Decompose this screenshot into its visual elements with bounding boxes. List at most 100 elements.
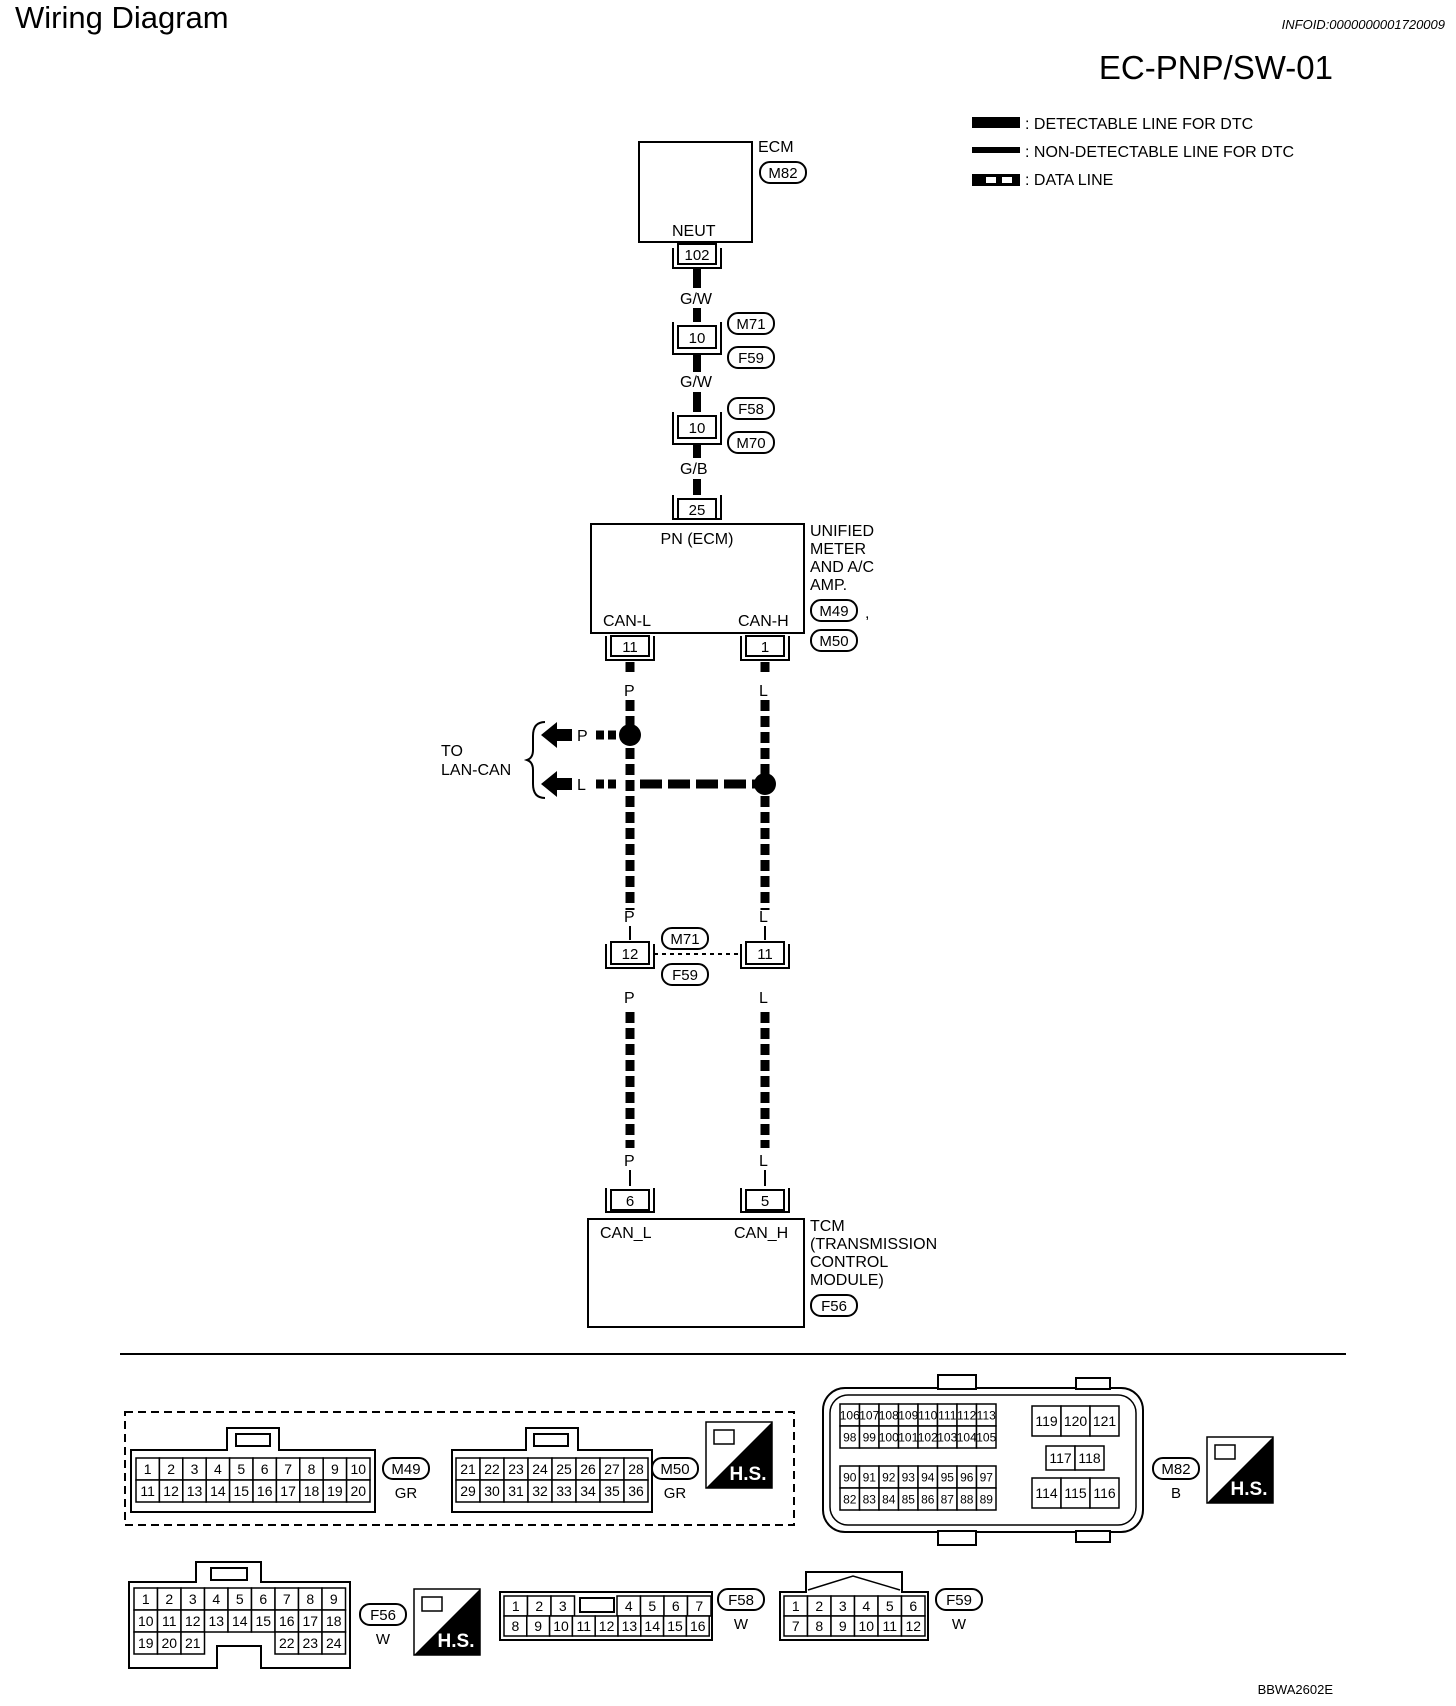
f56-cell bbox=[321, 1631, 347, 1655]
m82-pin-label: 89 bbox=[980, 1492, 994, 1506]
f56-name: F56 bbox=[370, 1607, 396, 1624]
meter-box bbox=[590, 523, 805, 634]
m82-pin-label: 97 bbox=[980, 1470, 994, 1484]
ecm-name: ECM bbox=[758, 139, 794, 156]
hs-badge-2-label: H.S. bbox=[1231, 1479, 1268, 1500]
m82-pin-label: 114 bbox=[1035, 1485, 1058, 1501]
f59-pin-label: 8 bbox=[815, 1618, 823, 1634]
m82-pin-label: 106 bbox=[840, 1408, 860, 1422]
f56-pin-label: 1 bbox=[142, 1591, 150, 1607]
m82-pin-label: 85 bbox=[902, 1492, 916, 1506]
tcm-connector: F56 bbox=[821, 1298, 847, 1315]
f58-pin-label: 2 bbox=[535, 1598, 543, 1614]
f59-color: W bbox=[952, 1616, 967, 1633]
f58-color: W bbox=[734, 1616, 749, 1633]
f59-pin-label: 11 bbox=[882, 1618, 897, 1634]
m49-pin-label: 12 bbox=[163, 1483, 179, 1499]
lan-can-l: L bbox=[577, 777, 586, 794]
m82-pin-label: 90 bbox=[843, 1470, 857, 1484]
unified-meter-block: 25 PN (ECM) UNIFIED METER AND A/C AMP. M… bbox=[590, 495, 874, 661]
m82-pin-label: 101 bbox=[898, 1430, 918, 1444]
legend: : DETECTABLE LINE FOR DTC : NON-DETECTAB… bbox=[972, 116, 1294, 189]
m82-pin-label: 87 bbox=[941, 1492, 955, 1506]
joint1-bottom-connector: F59 bbox=[738, 350, 764, 367]
f58-pin-label: 4 bbox=[625, 1598, 633, 1614]
m82-pin-label: 105 bbox=[976, 1430, 996, 1444]
m50-pin-label: 35 bbox=[604, 1483, 620, 1499]
f56-pin-label: 24 bbox=[326, 1635, 342, 1651]
legend-nondetectable-swatch bbox=[972, 147, 1020, 153]
ecm-block: ECM M82 NEUT 102 bbox=[638, 139, 807, 269]
f56-pin-label: 3 bbox=[189, 1591, 197, 1607]
f56-pin-label: 12 bbox=[185, 1613, 201, 1629]
joint2-pin: 10 bbox=[689, 420, 706, 437]
m50-color: GR bbox=[664, 1485, 687, 1502]
f59-pin-label: 3 bbox=[839, 1598, 847, 1614]
f56-pin-label: 20 bbox=[161, 1635, 177, 1651]
hs-badge-3-connector-icon bbox=[421, 1596, 443, 1612]
m49-pin-label: 9 bbox=[331, 1461, 339, 1477]
wire-color-gw-1: G/W bbox=[680, 291, 713, 308]
m49-name: M49 bbox=[391, 1461, 420, 1478]
f58-pin-label: 14 bbox=[644, 1618, 660, 1634]
m50-pin-label: 31 bbox=[508, 1483, 524, 1499]
m82-name: M82 bbox=[1161, 1461, 1190, 1478]
f56-pin-label: 10 bbox=[138, 1613, 154, 1629]
m50-pin-label: 29 bbox=[460, 1483, 476, 1499]
info-id: INFOID:0000000001720009 bbox=[1282, 17, 1445, 32]
m49-badge bbox=[382, 1457, 430, 1480]
joint3-pin-l: 11 bbox=[757, 946, 773, 963]
joint2-bottom-connector: M70 bbox=[736, 435, 765, 452]
meter-can-h-label: CAN-H bbox=[738, 613, 789, 630]
f56-pin-label: 11 bbox=[162, 1613, 177, 1629]
lan-can-line2: LAN-CAN bbox=[441, 762, 511, 779]
m50-cell bbox=[623, 1479, 649, 1503]
m82-pin-label: 120 bbox=[1064, 1413, 1088, 1429]
meter-name-1: UNIFIED bbox=[810, 523, 874, 540]
f59-pin-label: 7 bbox=[792, 1618, 800, 1634]
f59-pin-label: 6 bbox=[909, 1598, 917, 1614]
m49-pin-label: 13 bbox=[187, 1483, 203, 1499]
f58-pin-label: 16 bbox=[690, 1618, 706, 1634]
m49-pin-label: 15 bbox=[234, 1483, 250, 1499]
m49-pin-label: 1 bbox=[144, 1461, 152, 1477]
m82-pin-label: 112 bbox=[957, 1408, 976, 1422]
f58-pin-label: 5 bbox=[648, 1598, 656, 1614]
m49-pin-label: 20 bbox=[351, 1483, 367, 1499]
f56-pin-label: 15 bbox=[255, 1613, 271, 1629]
m49-pin-label: 2 bbox=[167, 1461, 175, 1477]
f59-badge bbox=[935, 1588, 983, 1611]
f59-pin-label: 10 bbox=[858, 1618, 874, 1634]
tcm-name-3: CONTROL bbox=[810, 1254, 888, 1271]
hs-badge-3-label: H.S. bbox=[438, 1631, 475, 1652]
m82-pin-label: 88 bbox=[960, 1492, 974, 1506]
m82-pin-label: 109 bbox=[898, 1408, 918, 1422]
f56-pin-label: 6 bbox=[259, 1591, 267, 1607]
m82-pin-label: 104 bbox=[957, 1430, 977, 1444]
m50-pin-label: 27 bbox=[604, 1461, 620, 1477]
m50-pin-label: 22 bbox=[484, 1461, 500, 1477]
meter-name-4: AMP. bbox=[810, 577, 847, 594]
f59-cell bbox=[900, 1615, 926, 1637]
m49-color: GR bbox=[395, 1485, 418, 1502]
m82-pin-label: 103 bbox=[937, 1430, 957, 1444]
m82-cell bbox=[1089, 1405, 1120, 1437]
f56-pin-label: 18 bbox=[326, 1613, 342, 1629]
wire-l-2: L bbox=[759, 909, 768, 926]
m49-cell bbox=[345, 1479, 371, 1503]
m82-pin-label: 98 bbox=[843, 1430, 857, 1444]
tcm-name-2: (TRANSMISSION bbox=[810, 1236, 937, 1253]
f59-pin-label: 9 bbox=[839, 1618, 847, 1634]
lan-can-line1: TO bbox=[441, 743, 463, 760]
m82-pin-label: 111 bbox=[938, 1408, 957, 1422]
hs-badge-2-connector-icon bbox=[1214, 1444, 1236, 1460]
m49-pin-label: 18 bbox=[304, 1483, 320, 1499]
m82-pin-label: 95 bbox=[941, 1470, 955, 1484]
m49-pin-label: 14 bbox=[210, 1483, 226, 1499]
f56-cell bbox=[180, 1631, 206, 1655]
m82-pin-label: 96 bbox=[960, 1470, 974, 1484]
f58-pin-label: 7 bbox=[695, 1598, 703, 1614]
f59-pin-label: 2 bbox=[815, 1598, 823, 1614]
wire-color-gb: G/B bbox=[680, 461, 708, 478]
